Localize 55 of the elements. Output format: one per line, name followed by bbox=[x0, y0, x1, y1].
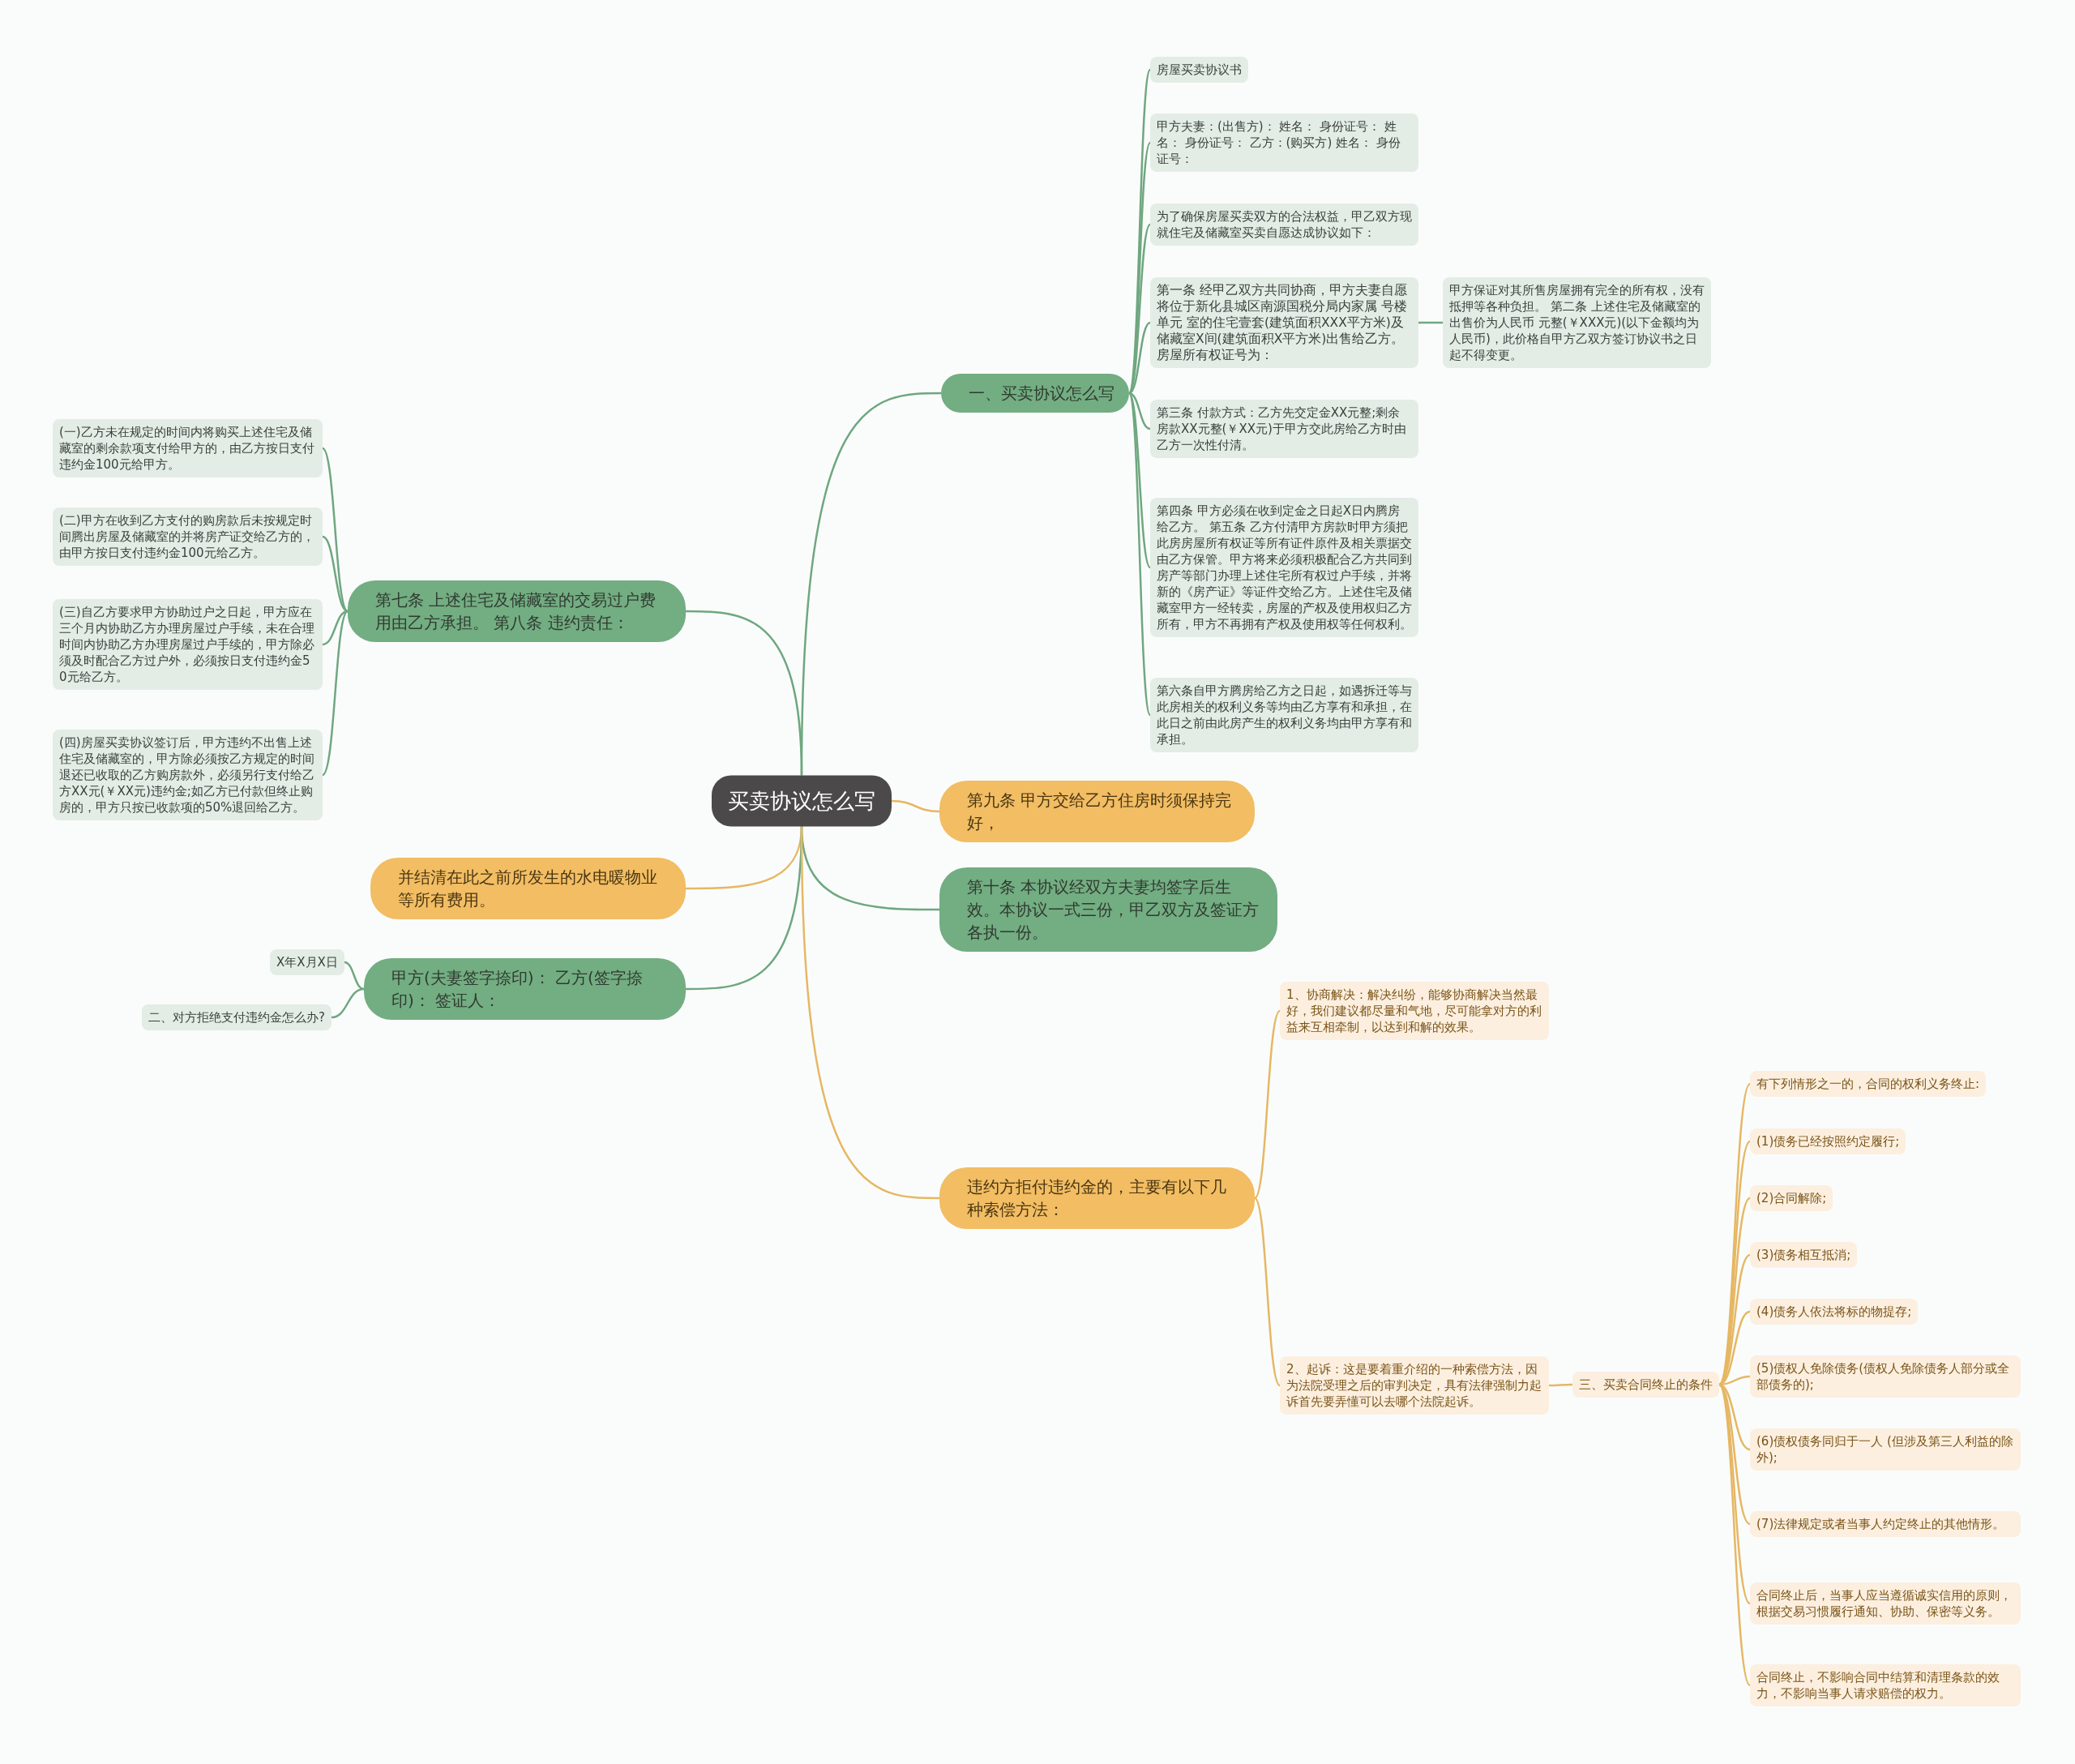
subtopic-box: (三)自乙方要求甲方协助过户之日起，甲方应在三个月内协助乙方办理房屋过户手续，未在合理时间内协助乙方办理房屋过户手续的，甲方除必须及时配合乙方过户外，必须按日支付违约金50元给乙方。 bbox=[53, 599, 323, 690]
branch-topic: 第七条 上述住宅及储藏室的交易过户费用由乙方承担。 第八条 违约责任： bbox=[348, 580, 686, 642]
subtopic-box: 第六条自甲方腾房给乙方之日起，如遇拆迁等与此房相关的权利义务等均由乙方享有和承担，在此日之前由此房产生的权利义务均由甲方享有和承担。 bbox=[1150, 678, 1418, 752]
subtopic-box: 2、起诉：这是要着重介绍的一种索偿方法，因为法院受理之后的审判决定，具有法律强制力起诉首先要弄懂可以去哪个法院起诉。 bbox=[1280, 1356, 1549, 1415]
connector-line bbox=[344, 961, 365, 991]
subtopic-box: 合同终止，不影响合同中结算和清理条款的效力，不影响当事人请求赔偿的权力。 bbox=[1750, 1664, 2021, 1706]
subtopic-box: (4)债务人依法将标的物提存; bbox=[1750, 1299, 1919, 1325]
branch-topic: 第九条 甲方交给乙方住房时须保持完好， bbox=[939, 781, 1255, 842]
connector-line bbox=[1127, 392, 1152, 716]
connector-line bbox=[322, 610, 349, 646]
subtopic-box: (2)合同解除; bbox=[1750, 1185, 1833, 1211]
connector-line bbox=[1718, 1384, 1752, 1686]
subtopic-box: 房屋买卖协议书 bbox=[1150, 57, 1248, 83]
subtopic-box: (一)乙方未在规定的时间内将购买上述住宅及储藏室的剩余款项支付给甲方的，由乙方按日支付违约金100元给甲方。 bbox=[53, 419, 323, 477]
connector-line bbox=[1718, 1141, 1751, 1385]
subtopic-box: (四)房屋买卖协议签订后，甲方违约不出售上述住宅及储藏室的，甲方除必须按乙方规定的时间退还已收取的乙方购房款外，必须另行支付给乙方XX元(￥XX元)违约金;如乙方已付款但终止购房的，甲方只按已收款项的50%退回给乙方。 bbox=[53, 730, 323, 820]
subtopic-box: 1、协商解决：解决纠纷，能够协商解决当然最好，我们建议都尽量和气地，尽可能拿对方的利益来互相牵制，以达到和解的效果。 bbox=[1280, 982, 1549, 1040]
connector-line bbox=[891, 799, 940, 813]
subtopic-box: 第四条 甲方必须在收到定金之日起X日内腾房给乙方。 第五条 乙方付清甲方房款时甲方须把此房房屋所有权证等所有证件原件及相关票据交由乙方保管。甲方将来必须积极配合乙方共同到房产等部门办理上述住宅所有权过户手续，并将新的《房产证》等证件交给乙方。上述住宅及储藏室甲方一经转卖，房屋的产权及使用权归乙方所有，甲方不再拥有产权及使用权等任何权利。 bbox=[1150, 498, 1418, 637]
central-topic: 买卖协议怎么写 bbox=[712, 775, 892, 827]
subtopic-box: X年X月X日 bbox=[270, 949, 344, 975]
subtopic-box: 三、买卖合同终止的条件 bbox=[1572, 1372, 1719, 1398]
connector-line bbox=[686, 610, 803, 776]
subtopic-box: (6)债权债务同归于一人 (但涉及第三人利益的除外); bbox=[1750, 1428, 2021, 1471]
connector-line bbox=[331, 987, 365, 1019]
subtopic-box: 有下列情形之一的，合同的权利义务终止: bbox=[1750, 1071, 1987, 1097]
connector-line bbox=[322, 610, 349, 776]
subtopic-box: 甲方保证对其所售房屋拥有完全的所有权，没有抵押等各种负担。 第二条 上述住宅及储藏室的出售价为人民币 元整(￥XXX元)(以下金额均为人民币)，此价格自甲方乙双方签订协议书之日起不得变更。 bbox=[1443, 277, 1711, 368]
connector-line bbox=[1128, 392, 1151, 568]
subtopic-box: 为了确保房屋买卖双方的合法权益，甲乙双方现就住宅及储藏室买卖自愿达成协议如下： bbox=[1150, 203, 1418, 246]
subtopic-box: 二、对方拒绝支付违约金怎么办? bbox=[142, 1004, 332, 1030]
connector-line bbox=[1128, 392, 1151, 430]
branch-topic: 甲方(夫妻签字捺印)： 乙方(签字捺印)： 签证人： bbox=[364, 958, 686, 1020]
connector-line bbox=[1718, 1083, 1752, 1385]
subtopic-box: 合同终止后，当事人应当遵循诚实信用的原则，根据交易习惯履行通知、协助、保密等义务。 bbox=[1750, 1582, 2021, 1625]
subtopic-box: (5)债权人免除债务(债权人免除债务人部分或全部债务的); bbox=[1750, 1355, 2021, 1398]
branch-topic: 并结清在此之前所发生的水电暖物业等所有费用。 bbox=[370, 858, 686, 919]
branch-topic: 第十条 本协议经双方夫妻均签字后生效。本协议一式三份，甲乙双方及签证方各执一份。 bbox=[939, 867, 1277, 952]
connector-line bbox=[1254, 1010, 1281, 1199]
connector-line bbox=[1128, 321, 1151, 395]
connector-line bbox=[1254, 1197, 1281, 1386]
connector-line bbox=[1549, 1383, 1572, 1387]
branch-topic: 违约方拒付违约金的，主要有以下几种索偿方法： bbox=[939, 1167, 1255, 1229]
subtopic-box: 甲方夫妻：(出售方)： 姓名： 身份证号： 姓名： 身份证号： 乙方：(购买方) 姓名： 身份证号： bbox=[1150, 113, 1418, 172]
connector-line bbox=[1718, 1384, 1751, 1604]
subtopic-box: 第一条 经甲乙双方共同协商，甲方夫妻自愿将位于新化县城区南源国税分局内家属 号楼单元 室的住宅壹套(建筑面积XXX平方米)及储藏室X间(建筑面积X平方米)出售给乙方。房屋所有权证号为： bbox=[1150, 277, 1418, 368]
connector-line bbox=[1418, 321, 1443, 324]
subtopic-box: (1)债务已经按照约定履行; bbox=[1750, 1128, 1906, 1154]
subtopic-box: 第三条 付款方式：乙方先交定金XX元整;剩余房款XX元整(￥XX元)于甲方交此房给乙方时由乙方一次性付清。 bbox=[1150, 400, 1418, 458]
connector-line bbox=[322, 535, 349, 613]
subtopic-box: (二)甲方在收到乙方支付的购房款后未按规定时间腾出房屋及储藏室的并将房产证交给乙方的，由甲方按日支付违约金100元给乙方。 bbox=[53, 507, 323, 566]
branch-topic: 一、买卖协议怎么写 bbox=[941, 374, 1129, 413]
subtopic-box: (7)法律规定或者当事人约定终止的其他情形。 bbox=[1750, 1511, 2021, 1537]
connector-line bbox=[800, 826, 939, 1200]
subtopic-box: (3)债务相互抵消; bbox=[1750, 1242, 1858, 1268]
